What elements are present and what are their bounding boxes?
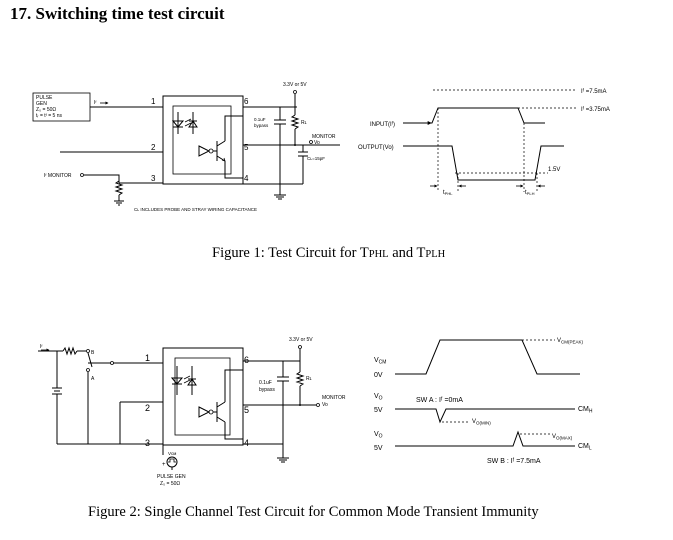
section-title: 17. Switching time test circuit [10, 4, 225, 23]
fig1-output-label: OUTPUT(Vo) [358, 145, 394, 151]
svg-text:+: + [162, 462, 166, 468]
fig2-circuit: Iᶠ B A 1 2 3 4 5 6 [38, 337, 346, 487]
fig2-waveform: VCM 0V VCM(PEAK) VO 5V SW A : Iᶠ =0mA VO… [374, 338, 593, 465]
fig2-vomax: VO(MAX) [552, 434, 573, 441]
fig2-bypass-cap-label: bypass [259, 387, 275, 393]
fig2-diode-icon [187, 378, 197, 386]
fig1-input-label: Iᶠ [94, 100, 97, 106]
fig1-input-label: INPUT(Iᶠ) [370, 121, 395, 128]
fig1-if-monitor: Iᶠ MONITOR [44, 173, 72, 179]
fig2-zero-v: 0V [374, 372, 383, 379]
fig1-pin-5: 5 [244, 143, 249, 152]
fig2-switch-a: A [91, 376, 95, 382]
fig2-pin-2: 2 [145, 403, 150, 413]
fig1-monitor-label: MONITOR [312, 134, 336, 140]
fig1-circuit: PULSE GEN Z₀ = 50Ω tᵣ = tᶠ = 5 ns Iᶠ Iᶠ … [32, 82, 340, 212]
fig1-monitor-vo: Vo [314, 140, 320, 146]
fig2-vcm-label: VCM [374, 357, 386, 366]
fig1-pin-1: 1 [151, 97, 156, 106]
fig2-cmh: CMH [578, 406, 593, 415]
fig2-buffer-icon [198, 406, 211, 418]
fig2-pulse-gen-label: PULSE GEN [157, 474, 186, 480]
fig2-vcm-source: Vᴄᴍ [168, 451, 176, 456]
fig1-pulse-gen-line3: Z₀ = 50Ω [36, 107, 56, 113]
fig1-pulse-gen-line4: tᵣ = tᶠ = 5 ns [36, 113, 62, 119]
fig1-buffer-icon [198, 145, 211, 157]
fig1-bypass-cap-value: 0.1uF [254, 117, 266, 122]
fig1-tphl: tPHL [443, 190, 453, 196]
fig2-monitor-vo: Vo [322, 402, 328, 408]
fig2-five-v-1: 5V [374, 407, 383, 414]
fig2-pin-4: 4 [244, 438, 249, 448]
fig2-pulse-gen-z: Z₀ = 50Ω [160, 481, 180, 487]
fig2-vo2-label: VO [374, 431, 383, 440]
fig2-vomin: VO(MIN) [472, 419, 491, 426]
fig2-cml: CML [578, 443, 592, 452]
fig1-waveform: Iᶠ =7.5mA Iᶠ =3.75mA INPUT(Iᶠ) 1.5V OUTP… [358, 88, 610, 196]
fig2-pin-5: 5 [244, 405, 249, 415]
fig2-led-icon [170, 377, 184, 385]
fig1-input-level-mid: Iᶠ =3.75mA [581, 106, 610, 113]
fig1-pin-4: 4 [244, 174, 249, 183]
fig1-threshold: 1.5V [548, 167, 560, 173]
fig1-bypass-cap-label: bypass [254, 123, 269, 128]
fig1-ic-outline [162, 95, 244, 185]
figure1-caption: Figure 1: Test Circuit for TPHL and TPLH [212, 245, 446, 261]
fig2-vo1-label: VO [374, 393, 383, 402]
fig2-bypass-cap-value: 0.1uF [259, 380, 272, 386]
fig2-switch-b: B [91, 350, 95, 356]
fig2-ic-outline [162, 347, 244, 446]
fig1-note: Cʟ INCLUDES PROBE AND STRAY WIRING CAPAC… [134, 207, 257, 212]
fig1-cl: Cʟ=15pF [307, 156, 325, 161]
fig2-pin-6: 6 [244, 355, 249, 365]
fig1-diode-icon [188, 120, 198, 128]
fig2-swb: SW B : Iᶠ =7.5mA [487, 458, 541, 465]
fig2-supply: 3.3V or 5V [289, 337, 313, 343]
fig2-pin-3: 3 [145, 438, 150, 448]
fig2-monitor-label: MONITOR [322, 395, 346, 401]
fig1-rl: Rʟ [301, 120, 307, 126]
figure2-caption: Figure 2: Single Channel Test Circuit fo… [88, 504, 539, 520]
fig1-supply: 3.3V or 5V [283, 82, 307, 88]
fig2-vcm-peak: VCM(PEAK) [557, 338, 584, 345]
fig1-led-icon [171, 120, 185, 128]
fig2-five-v-2: 5V [374, 445, 383, 452]
fig2-rl: Rʟ [306, 376, 312, 382]
fig2-swa: SW A : Iᶠ =0mA [416, 397, 463, 404]
fig1-pin-3: 3 [151, 174, 156, 183]
fig2-pin-1: 1 [145, 353, 150, 363]
fig1-tplh: tPLH [525, 190, 535, 196]
fig1-pin-6: 6 [244, 97, 249, 106]
fig1-pulse-gen-line2: GEN [36, 101, 47, 107]
fig2-input-label: Iᶠ [40, 344, 43, 350]
fig1-pulse-gen-line1: PULSE [36, 95, 53, 101]
fig1-pin-2: 2 [151, 143, 156, 152]
fig1-input-level-high: Iᶠ =7.5mA [581, 88, 607, 95]
